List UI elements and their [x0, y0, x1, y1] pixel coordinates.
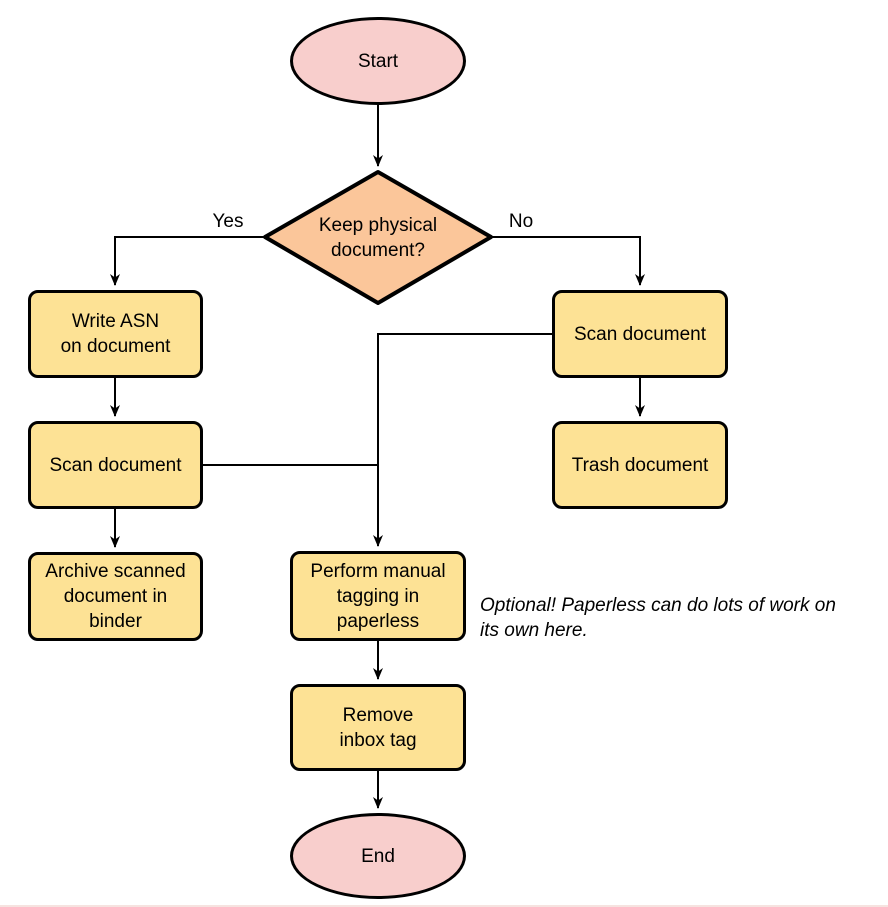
node-manual-tagging: Perform manual tagging in paperless — [290, 551, 466, 641]
edge-decision-yes-to-write-asn — [110, 236, 265, 286]
node-scan-document-right: Scan document — [552, 290, 728, 378]
edge-decision-no-to-scan-right — [491, 236, 645, 286]
edge-scan-right-to-tagging — [373, 333, 552, 547]
node-end: End — [290, 813, 466, 899]
node-write-asn: Write ASN on document — [28, 290, 203, 378]
edge-label-no: No — [508, 211, 534, 232]
annotation-optional-note: Optional! Paperless can do lots of work … — [480, 595, 836, 641]
edge-label-yes: Yes — [212, 211, 244, 232]
decision-diamond-shape — [263, 170, 493, 305]
node-decision-label: Keep physical document? — [318, 214, 438, 261]
node-trash-document: Trash document — [552, 421, 728, 509]
node-archive-scanned: Archive scanned document in binder — [28, 552, 203, 641]
node-scan-document-left: Scan document — [28, 421, 203, 509]
node-start: Start — [290, 17, 466, 105]
node-remove-inbox-tag: Remove inbox tag — [290, 684, 466, 771]
